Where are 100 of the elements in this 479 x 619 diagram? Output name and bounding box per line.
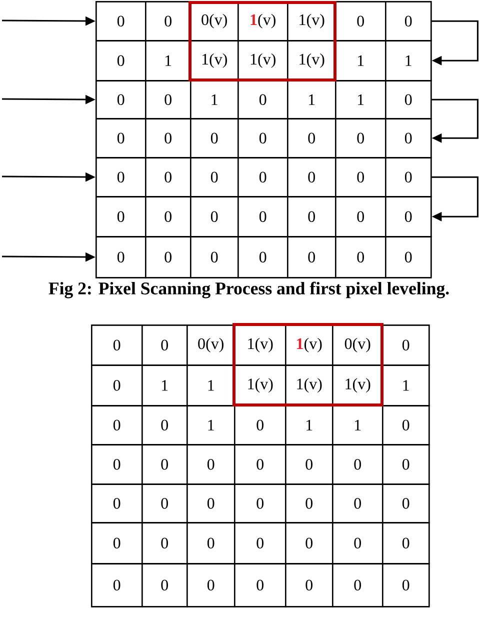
table-cell: 0: [234, 522, 286, 564]
table-cell: 0: [96, 40, 146, 82]
table-cell: 0: [91, 444, 143, 485]
table-cell: 0: [96, 157, 146, 198]
table-cell: 0: [142, 563, 188, 608]
table-cell: 0: [186, 563, 236, 608]
table-cell: 0: [332, 563, 384, 608]
table-cell: 0: [382, 484, 430, 524]
table-cell: 0: [384, 1, 432, 42]
table-cell: 1: [335, 40, 386, 82]
table-cell: 0: [384, 196, 432, 238]
table-cell: 0: [382, 405, 430, 446]
table-cell: 0: [287, 157, 336, 198]
table-cell: 0: [145, 196, 192, 238]
table-cell: 0: [145, 157, 192, 198]
table-cell: 0: [91, 563, 143, 608]
table-cell: 1: [142, 364, 188, 406]
table-cell: 0(v): [186, 324, 236, 366]
table-cell: 0: [186, 484, 236, 524]
table-cell: 0: [190, 118, 239, 158]
table-cell: 1(v): [332, 364, 384, 406]
table-cell: 0: [96, 1, 146, 42]
table-cell: 1: [186, 364, 236, 406]
table-cell: 0: [335, 157, 386, 198]
table-cell: 0: [234, 563, 286, 608]
table-cell: 0: [145, 1, 192, 42]
table-cell: 0: [186, 444, 236, 485]
table-cell: 0: [142, 522, 188, 564]
table-cell: 0: [384, 118, 432, 158]
table-cell: 0: [142, 324, 188, 366]
table-cell: 0: [91, 522, 143, 564]
table-cell: 0: [234, 484, 286, 524]
table-cell: 0: [91, 484, 143, 524]
table-cell: 1(v): [238, 40, 288, 82]
table-cell: 1: [332, 405, 384, 446]
table-cell: 0: [285, 522, 334, 564]
table-cell: 1(v): [287, 1, 336, 42]
table-cell: 0: [332, 484, 384, 524]
table-cell: 0: [190, 157, 239, 198]
table-cell: 0: [238, 196, 288, 238]
table-cell: 0: [382, 522, 430, 564]
table-cell: 0: [382, 563, 430, 608]
table-cell: 0: [238, 118, 288, 158]
table-cell: 0: [384, 80, 432, 120]
table-cell: 0: [238, 236, 288, 278]
table-cell: 0: [186, 522, 236, 564]
table-cell: 0: [145, 236, 192, 278]
table-cell: 0: [384, 236, 432, 278]
table-cell: 1(v): [190, 40, 239, 82]
table-cell: 1(v): [234, 324, 286, 366]
figure-caption: Fig 2: Pixel Scanning Process and first pixel leveling.: [48, 282, 449, 298]
table-cell: 0: [332, 444, 384, 485]
table-cell: 0: [238, 80, 288, 120]
table-cell: 0: [96, 80, 146, 120]
table-cell: 0: [190, 236, 239, 278]
table-cell: 0: [145, 118, 192, 158]
table-cell: 0: [234, 405, 286, 446]
table-cell: 1: [287, 80, 336, 120]
table-cell: 0: [285, 484, 334, 524]
table-cell: 0: [335, 118, 386, 158]
table-cell: 0: [91, 364, 143, 406]
table-cell: 0: [384, 157, 432, 198]
arrow: [432, 176, 478, 222]
table-cell: 0: [285, 444, 334, 485]
table-cell: 0: [91, 405, 143, 446]
table-cell: 0: [238, 157, 288, 198]
table-cell: 1: [384, 40, 432, 82]
table-cell: 1: [190, 80, 239, 120]
table-cell: 1(v): [285, 364, 334, 406]
table-cell: 0: [287, 196, 336, 238]
table-cell: 0: [382, 444, 430, 485]
table-cell: 0: [287, 118, 336, 158]
table-cell: 0: [96, 118, 146, 158]
table-cell: 1(v): [238, 1, 288, 42]
table-cell: 1: [335, 80, 386, 120]
table-cell: 0: [145, 80, 192, 120]
table-cell: 0: [335, 236, 386, 278]
table-cell: 1(v): [234, 364, 286, 406]
table-cell: 1(v): [285, 324, 334, 366]
table-cell: 0(v): [332, 324, 384, 366]
table-cell: 0: [142, 484, 188, 524]
table-cell: 0: [287, 236, 336, 278]
table-cell: 0: [190, 196, 239, 238]
arrow: [432, 20, 478, 66]
table-cell: 1: [145, 40, 192, 82]
table-cell: 0: [382, 324, 430, 366]
table-cell: 0: [142, 444, 188, 485]
table-cell: 0: [96, 196, 146, 238]
table-cell: 0: [234, 444, 286, 485]
table-cell: 1: [186, 405, 236, 446]
table-cell: 0: [335, 1, 386, 42]
table-cell: 0(v): [190, 1, 239, 42]
table-cell: 1: [285, 405, 334, 446]
arrow: [432, 98, 478, 143]
table-cell: 0: [335, 196, 386, 238]
table-cell: 0: [142, 405, 188, 446]
table-cell: 0: [91, 324, 143, 366]
table-cell: 1(v): [287, 40, 336, 82]
table-cell: 1: [382, 364, 430, 406]
table-cell: 0: [332, 522, 384, 564]
